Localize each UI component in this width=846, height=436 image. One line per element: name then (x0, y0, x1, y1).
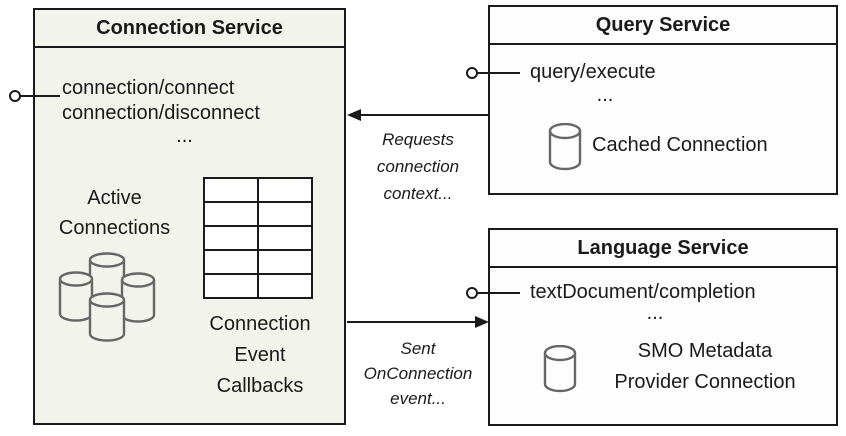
cached-connection-label: Cached Connection (592, 134, 768, 156)
smo-connection-cylinder-icon (543, 345, 577, 393)
query-service-box: Query Service query/execute ... Cached C… (488, 5, 838, 195)
connection-service-methods: connection/connect connection/disconnect… (62, 76, 307, 146)
methods-ellipsis: ... (176, 125, 193, 147)
active-connections-label: Active Connections (58, 187, 171, 239)
sent-onconnection-arrow (347, 316, 489, 328)
active-connections-cylinders-icon (58, 252, 156, 342)
language-service-title: Language Service (490, 230, 836, 268)
callbacks-table-icon (203, 177, 313, 299)
connection-service-box: Connection Service connection/connect co… (33, 8, 346, 425)
method-query-execute: query/execute (530, 61, 656, 83)
language-service-box: Language Service textDocument/completion… (488, 228, 838, 426)
sent-onconnection-event-label: Sent OnConnection event... (363, 339, 473, 408)
connection-service-title: Connection Service (35, 10, 344, 48)
requests-connection-context-arrow (347, 109, 488, 121)
smo-metadata-provider-label: SMO Metadata Provider Connection (614, 340, 796, 393)
query-methods-ellipsis: ... (596, 84, 614, 106)
requests-connection-context-label: Requests connection context... (376, 130, 460, 203)
method-connection-disconnect: connection/disconnect (62, 102, 260, 124)
method-textdocument-completion: textDocument/completion (530, 281, 756, 303)
cached-connection-cylinder-icon (548, 123, 582, 171)
method-connection-connect: connection/connect (62, 77, 235, 99)
connection-event-callbacks-label: Connection Event Callbacks (209, 313, 311, 397)
query-service-title: Query Service (490, 7, 836, 45)
language-methods-ellipsis: ... (646, 302, 664, 324)
